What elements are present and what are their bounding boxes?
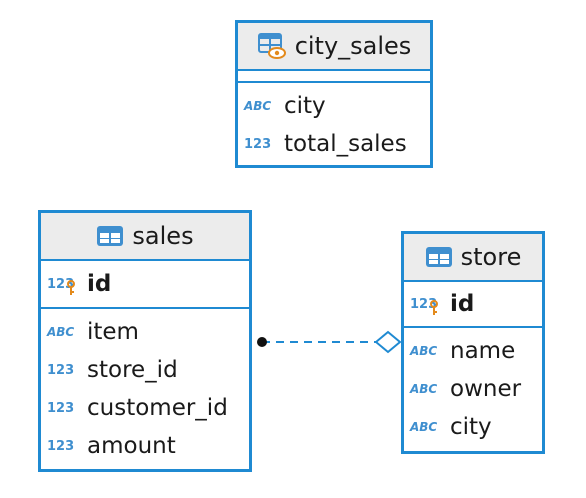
table-icon xyxy=(425,245,453,269)
attribute-row[interactable]: ABC name xyxy=(404,332,542,370)
entity-header[interactable]: sales xyxy=(41,213,249,261)
string-type-icon: ABC xyxy=(244,99,272,113)
string-type-icon: ABC xyxy=(410,344,438,358)
number-type-icon: 123 xyxy=(47,438,75,454)
number-type-icon: 123 xyxy=(244,136,272,152)
attributes-section: ABC name ABC owner ABC city xyxy=(404,328,542,446)
number-type-icon: 123 xyxy=(410,297,444,315)
entity-title: store xyxy=(460,243,522,271)
attribute-name: store_id xyxy=(87,357,178,383)
attribute-name: name xyxy=(450,338,516,364)
attribute-name: total_sales xyxy=(284,131,407,157)
attribute-name: customer_id xyxy=(87,395,228,421)
attribute-name: city xyxy=(450,414,492,440)
attribute-row[interactable]: 123 store_id xyxy=(41,351,249,389)
entity-title: city_sales xyxy=(294,32,412,60)
pk-section-empty xyxy=(238,71,430,83)
number-type-icon: 123 xyxy=(47,277,81,295)
entity-sales[interactable]: sales 123 id ABC item 123 store_id 123 xyxy=(38,210,252,472)
number-type-icon: 123 xyxy=(47,362,75,378)
attribute-row[interactable]: 123 total_sales xyxy=(238,125,430,163)
attribute-name: item xyxy=(87,319,139,345)
entity-store[interactable]: store 123 id ABC name ABC owner ABC ci xyxy=(401,231,545,454)
entity-header[interactable]: store xyxy=(404,234,542,282)
pk-name: id xyxy=(87,271,112,297)
entity-title: sales xyxy=(132,222,194,250)
pk-row[interactable]: 123 id xyxy=(404,281,474,327)
relationship-end-diamond xyxy=(374,330,402,354)
pk-name: id xyxy=(450,291,475,317)
entity-header[interactable]: city_sales xyxy=(238,23,430,71)
attribute-row[interactable]: ABC owner xyxy=(404,370,542,408)
key-icon xyxy=(430,299,438,315)
attribute-name: city xyxy=(284,93,326,119)
pk-row[interactable]: 123 id xyxy=(41,260,111,308)
attributes-section: ABC city 123 total_sales xyxy=(238,83,430,163)
attribute-row[interactable]: 123 amount xyxy=(41,427,249,465)
attribute-row[interactable]: ABC city xyxy=(238,87,430,125)
relationship-start-dot xyxy=(257,337,267,347)
view-icon xyxy=(257,31,287,61)
entity-city-sales[interactable]: city_sales ABC city 123 total_sales xyxy=(235,20,433,168)
pk-section: 123 id xyxy=(41,261,249,309)
string-type-icon: ABC xyxy=(410,420,438,434)
string-type-icon: ABC xyxy=(410,382,438,396)
attribute-row[interactable]: ABC item xyxy=(41,313,249,351)
string-type-icon: ABC xyxy=(47,325,75,339)
attributes-section: ABC item 123 store_id 123 customer_id 12… xyxy=(41,309,249,465)
attribute-row[interactable]: ABC city xyxy=(404,408,542,446)
number-type-icon: 123 xyxy=(47,400,75,416)
attribute-name: owner xyxy=(450,376,522,402)
table-icon xyxy=(96,224,124,248)
key-icon xyxy=(67,279,75,295)
pk-section: 123 id xyxy=(404,282,542,328)
attribute-row[interactable]: 123 customer_id xyxy=(41,389,249,427)
attribute-name: amount xyxy=(87,433,176,459)
